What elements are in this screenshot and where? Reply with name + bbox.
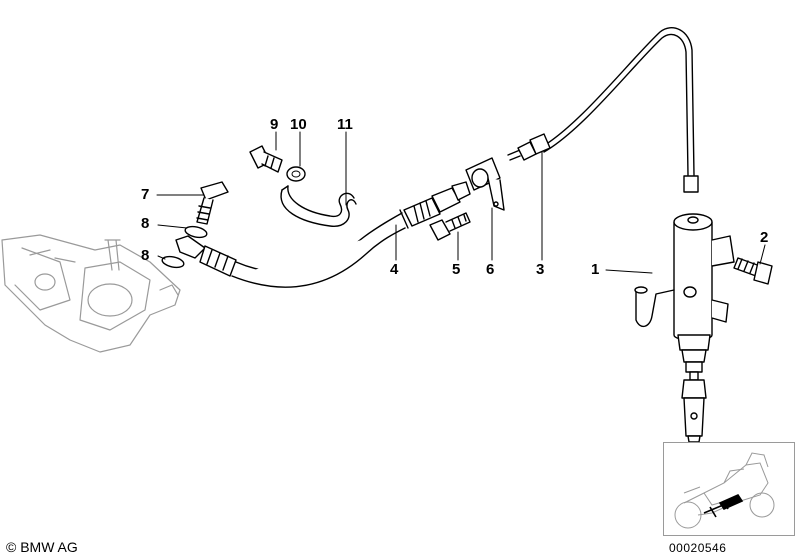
motorcycle-locator-thumbnail [663, 442, 795, 536]
sealing-ring-lower [161, 255, 185, 269]
callout-3: 3 [536, 261, 545, 278]
callout-8-lower: 8 [141, 247, 150, 264]
leader-lines [156, 131, 766, 274]
callout-2: 2 [760, 229, 769, 246]
callout-9: 9 [270, 116, 279, 133]
line-bracket [465, 157, 505, 211]
callout-11: 11 [337, 116, 353, 133]
callout-5: 5 [452, 261, 461, 278]
banjo-bolt [196, 181, 229, 225]
callout-4: 4 [390, 261, 399, 278]
brake-pipe [507, 27, 699, 193]
retaining-clip [280, 185, 357, 227]
screw-9 [249, 145, 283, 173]
brake-caliper-outline [1, 234, 181, 353]
callout-10: 10 [290, 116, 307, 133]
bolt-2 [733, 257, 773, 285]
sealing-ring-upper [184, 225, 208, 239]
brake-hose [175, 209, 409, 288]
mounting-screw [429, 212, 471, 241]
master-cylinder [634, 213, 735, 443]
hose-connector [403, 181, 471, 227]
diagram-number: 00020546 [669, 541, 727, 555]
callout-8-upper: 8 [141, 215, 150, 232]
callout-6: 6 [486, 261, 495, 278]
motorcycle-icon [674, 452, 775, 529]
callout-7: 7 [141, 186, 150, 203]
copyright-label: © BMW AG [6, 539, 78, 555]
callout-1: 1 [591, 261, 600, 278]
